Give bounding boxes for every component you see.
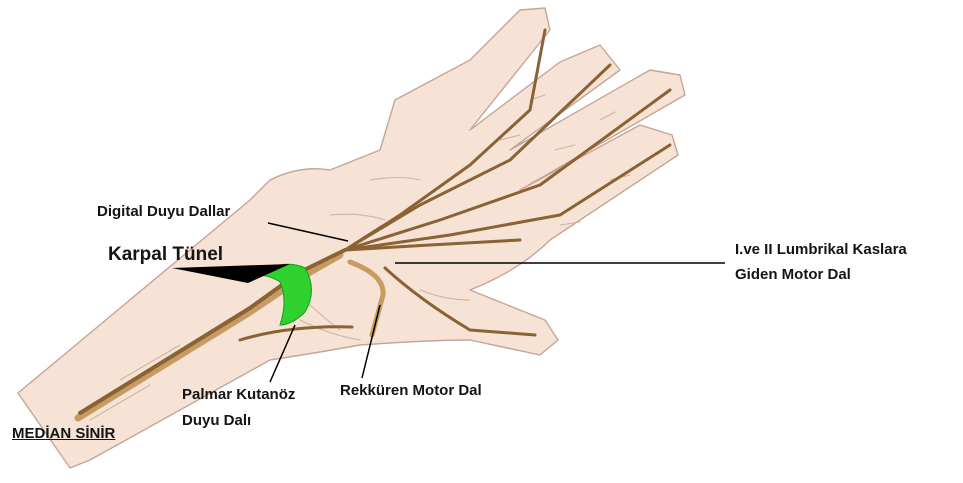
label-rekkuren-motor-dal: Rekküren Motor Dal — [340, 382, 482, 399]
label-palmar-line-1: Palmar Kutanöz — [182, 386, 295, 403]
label-lumbrikal-line-1: I.ve II Lumbrikal Kaslara — [735, 241, 907, 258]
label-lumbrikal-line-2: Giden Motor Dal — [735, 266, 851, 283]
label-digital-duyu-dallar: Digital Duyu Dallar — [97, 203, 230, 220]
label-karpal-tunel: Karpal Tünel — [108, 244, 223, 266]
label-palmar-line-2: Duyu Dalı — [182, 412, 251, 429]
label-median-sinir: MEDİAN SİNİR — [12, 425, 115, 442]
